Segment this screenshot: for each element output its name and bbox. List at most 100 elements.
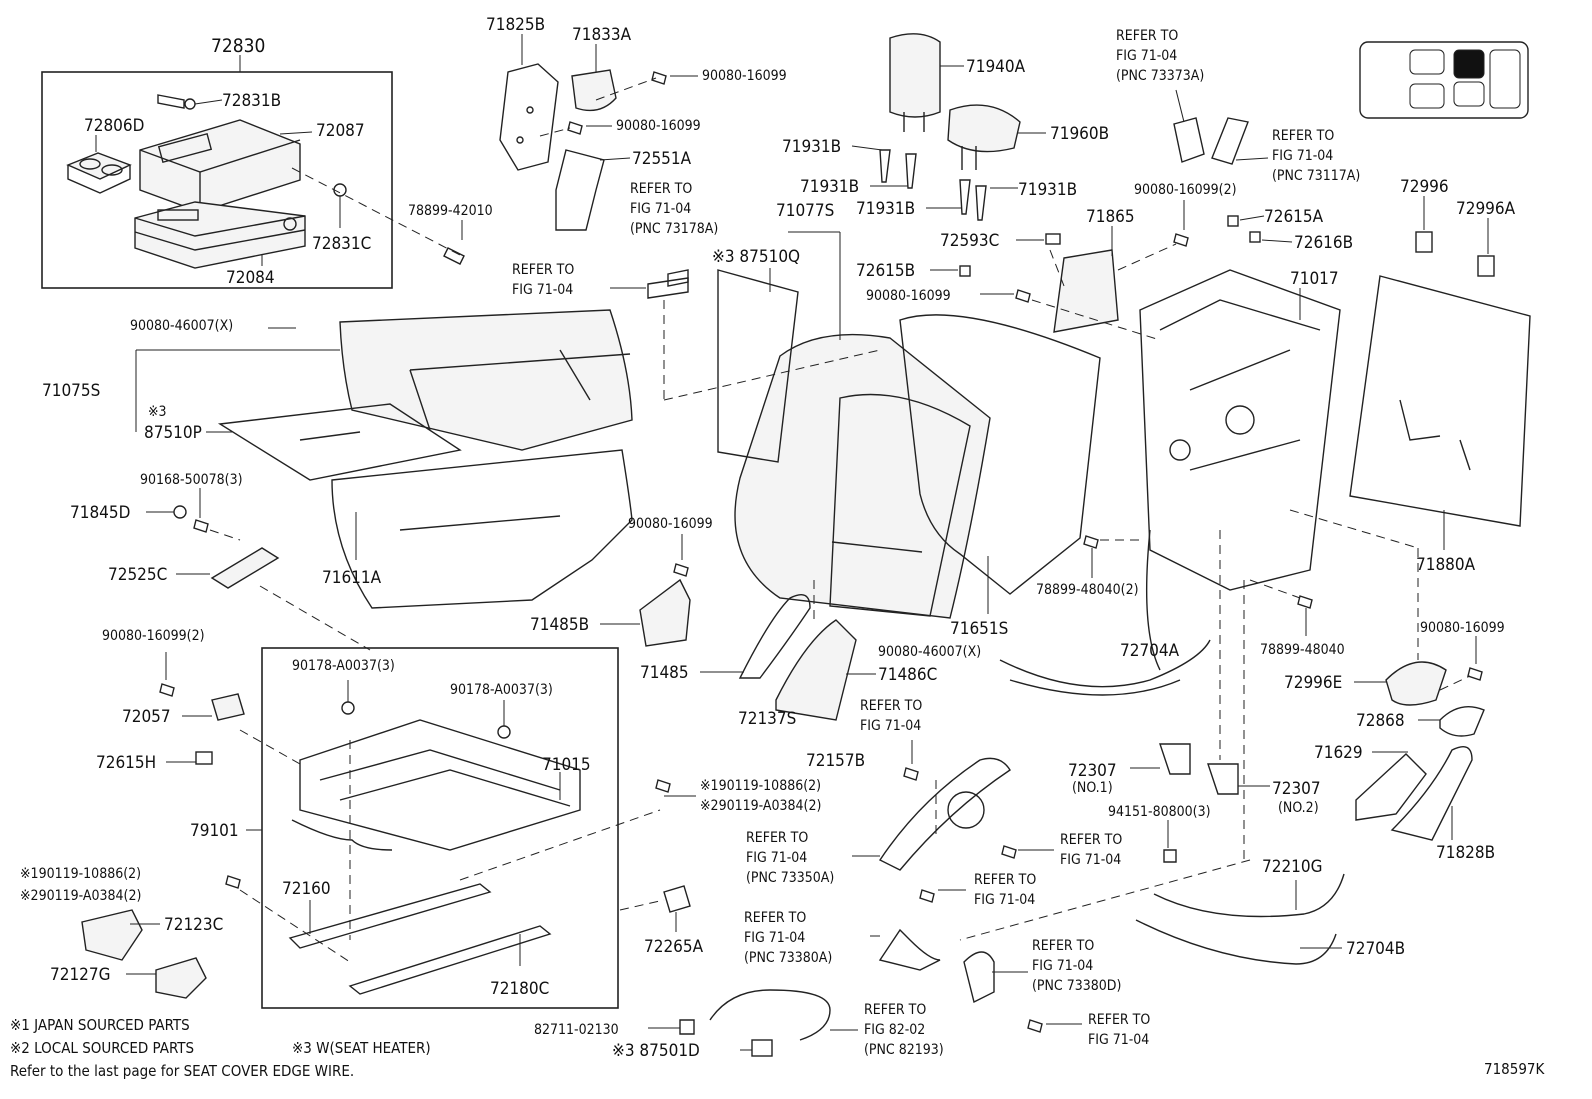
part-72127G: [155, 957, 207, 999]
label-90080-46007-b: 90080-46007(X): [878, 644, 981, 660]
part-78899-42010: [443, 247, 465, 265]
part-71077S: [734, 333, 991, 619]
label-71845D: 71845D: [70, 503, 130, 523]
part-71828B: [1390, 746, 1473, 841]
label-90080-46007-a: 90080-46007(X): [130, 318, 233, 334]
part-71015: [299, 719, 581, 851]
part-72084: [134, 201, 306, 269]
label-71486C: 71486C: [878, 665, 937, 685]
label-ref-a1: REFER TO: [630, 181, 692, 197]
label-72996E: 72996E: [1284, 673, 1342, 693]
label-ref-l2: FIG 71-04: [1088, 1032, 1149, 1048]
label-78899-48040-2: 78899-48040(2): [1036, 582, 1139, 598]
label-72157B: 72157B: [806, 751, 865, 771]
label-71015: 71015: [542, 755, 591, 775]
part-71611A: [331, 449, 633, 609]
label-ref-a3: (PNC 73178A): [630, 221, 718, 237]
label-ref-c3: (PNC 73373A): [1116, 68, 1204, 84]
part-72307-no2: [1207, 763, 1239, 795]
label-ref-b1: REFER TO: [512, 262, 574, 278]
label-72551A: 72551A: [632, 149, 692, 169]
part-72615A: [1227, 215, 1239, 227]
label-90080-16099-2-b: 90080-16099(2): [102, 628, 205, 644]
label-ref-k2: FIG 82-02: [864, 1022, 925, 1038]
label-72525C: 72525C: [108, 565, 167, 585]
part-72831C: [333, 183, 347, 197]
label-ref-i2: FIG 71-04: [744, 930, 805, 946]
label-87510P: 87510P: [144, 423, 202, 443]
label-72704B: 72704B: [1346, 939, 1405, 959]
label-ref-d1: REFER TO: [1272, 128, 1334, 144]
label-ref-h1: REFER TO: [974, 872, 1036, 888]
label-90080-16099-b: 90080-16099: [616, 118, 701, 134]
diagram-id: 718597K: [1484, 1060, 1546, 1078]
label-72210G: 72210G: [1262, 857, 1323, 877]
part-REF-73373A: [1173, 117, 1205, 163]
part-71960B: [947, 104, 1021, 170]
label-71017: 71017: [1290, 269, 1339, 289]
part-72210G: [1153, 873, 1345, 918]
label-71931B-a: 71931B: [782, 137, 841, 157]
label-72830: 72830: [211, 35, 265, 57]
bolt-90080-16099-e: [1467, 667, 1483, 681]
label-ref-k1: REFER TO: [864, 1002, 926, 1018]
label-90119-10886-a: ※190119-10886(2): [700, 778, 821, 794]
label-72996: 72996: [1400, 177, 1449, 197]
nut-90178-A0037-a: [341, 701, 355, 715]
label-no1: (NO.1): [1072, 780, 1113, 796]
label-71940A: 71940A: [966, 57, 1026, 77]
part-72123C: [81, 909, 143, 961]
part-71486C: [775, 619, 857, 721]
label-72615H: 72615H: [96, 753, 156, 773]
label-82711-02130: 82711-02130: [534, 1022, 619, 1038]
label-72265A: 72265A: [644, 937, 704, 957]
part-72806D: [66, 152, 132, 194]
label-90119-A0384-a: ※290119-A0384(2): [700, 798, 821, 814]
bolt-90080-16099-d: [673, 563, 689, 577]
label-ref-k3: (PNC 82193): [864, 1042, 944, 1058]
label-71833A: 71833A: [572, 25, 632, 45]
part-71485: [738, 594, 811, 679]
label-72180C: 72180C: [490, 979, 549, 999]
label-no2: (NO.2): [1278, 800, 1319, 816]
part-72868: [1439, 706, 1485, 737]
label-79101: 79101: [190, 821, 239, 841]
label-ref-i3: (PNC 73380A): [744, 950, 832, 966]
label-72831B: 72831B: [222, 91, 281, 111]
seat-index-icon: [1359, 41, 1529, 119]
label-90080-16099-d: 90080-16099: [628, 516, 713, 532]
part-71880A: [1349, 275, 1531, 527]
part-REF-73117A: [1211, 117, 1249, 165]
label-ref-b2: FIG 71-04: [512, 282, 573, 298]
part-72831B: [157, 94, 196, 110]
part-71485B: [639, 578, 691, 647]
part-71845D: [173, 505, 187, 519]
label-90168-50078: 90168-50078(3): [140, 472, 243, 488]
part-72160: [288, 883, 492, 949]
bolt-90080-16099-c: [1015, 289, 1031, 303]
bolt-90119-b: [225, 875, 241, 889]
label-71828B: 71828B: [1436, 843, 1495, 863]
part-REF-73380D: [963, 951, 995, 1004]
bolt-ref-71-04-c: [919, 889, 935, 903]
part-82711-02130: [679, 1019, 695, 1035]
bolt-90080-16099-a: [651, 71, 667, 85]
bolt-90080-16099-b: [567, 121, 583, 135]
bolt-90119-a: [655, 779, 671, 793]
part-72996: [1415, 231, 1433, 253]
label-ref-h2: FIG 71-04: [974, 892, 1035, 908]
part-72615B: [959, 265, 971, 277]
label-72307-no1: 72307: [1068, 761, 1117, 781]
label-71075S: 71075S: [42, 381, 100, 401]
part-72996E: [1385, 661, 1447, 706]
label-ref-j2: FIG 71-04: [1032, 958, 1093, 974]
label-87510Q: ※3 87510Q: [712, 247, 800, 267]
label-72307-no2: 72307: [1272, 779, 1321, 799]
label-ref-g1: REFER TO: [1060, 832, 1122, 848]
bolt-78899-48040-2: [1083, 535, 1099, 549]
part-REF-82193: [709, 989, 831, 1041]
label-ref-j1: REFER TO: [1032, 938, 1094, 954]
label-note3-mark: ※3: [148, 404, 167, 420]
seat-frame-box: [261, 647, 619, 1009]
label-72806D: 72806D: [84, 116, 144, 136]
